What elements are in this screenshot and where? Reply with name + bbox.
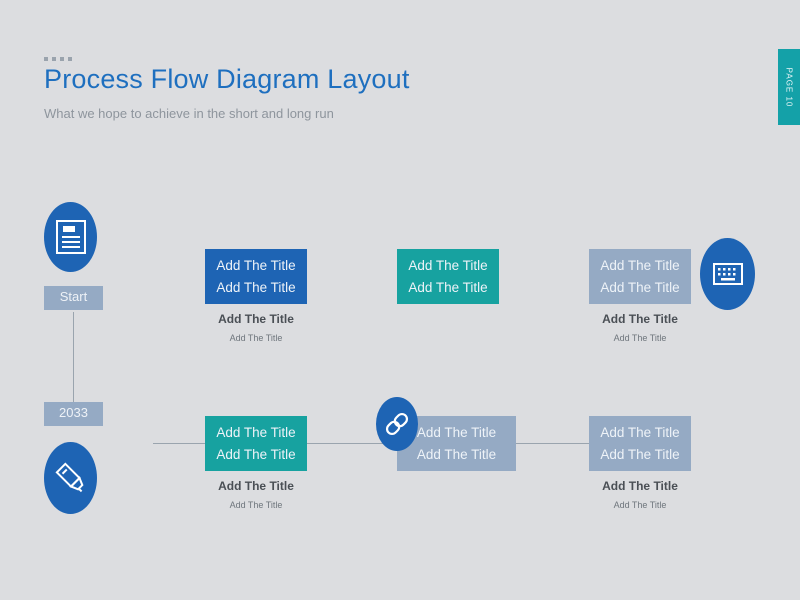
highlighter-icon <box>44 442 97 514</box>
process-caption-3: Add The Title Add The Title <box>589 312 691 343</box>
process-caption-3-title: Add The Title <box>602 312 678 326</box>
link-icon <box>376 397 418 451</box>
process-box-4: Add The Title Add The Title <box>205 416 307 471</box>
year-label: 2033 <box>44 402 103 426</box>
process-box-3-line1: Add The Title <box>600 257 680 273</box>
document-icon <box>44 202 97 272</box>
process-box-2-line2: Add The Title <box>408 279 488 295</box>
page-subtitle: What we hope to achieve in the short and… <box>44 106 334 121</box>
process-box-3: Add The Title Add The Title <box>589 249 691 304</box>
process-caption-4-title: Add The Title <box>218 479 294 493</box>
process-caption-3-sub: Add The Title <box>613 333 667 343</box>
process-box-5-line1: Add The Title <box>416 424 497 440</box>
process-box-3-line2: Add The Title <box>600 279 680 295</box>
title-decoration-dots <box>44 57 72 61</box>
process-box-5-line2: Add The Title <box>416 446 497 462</box>
bottom-flow-line <box>153 443 589 444</box>
process-box-6-line1: Add The Title <box>600 424 680 440</box>
process-caption-1: Add The Title Add The Title <box>205 312 307 343</box>
process-box-4-line2: Add The Title <box>216 446 296 462</box>
process-box-1-line2: Add The Title <box>216 279 296 295</box>
start-label: Start <box>44 286 103 310</box>
process-box-1-line1: Add The Title <box>216 257 296 273</box>
process-caption-6: Add The Title Add The Title <box>589 479 691 510</box>
process-box-6-line2: Add The Title <box>600 446 680 462</box>
process-caption-6-sub: Add The Title <box>613 500 667 510</box>
process-box-1: Add The Title Add The Title <box>205 249 307 304</box>
process-caption-6-title: Add The Title <box>602 479 678 493</box>
process-box-6: Add The Title Add The Title <box>589 416 691 471</box>
page-title: Process Flow Diagram Layout <box>44 64 410 94</box>
start-connector-line <box>73 312 74 402</box>
process-box-4-line1: Add The Title <box>216 424 296 440</box>
process-caption-1-title: Add The Title <box>218 312 294 326</box>
page-number-text: PAGE 10 <box>784 67 794 107</box>
page-number-tab: PAGE 10 <box>778 49 800 125</box>
process-box-2: Add The Title Add The Title <box>397 249 499 304</box>
process-box-2-line1: Add The Title <box>408 257 488 273</box>
process-caption-4-sub: Add The Title <box>229 500 283 510</box>
process-caption-4: Add The Title Add The Title <box>205 479 307 510</box>
process-caption-1-sub: Add The Title <box>229 333 283 343</box>
keyboard-icon <box>700 238 755 310</box>
